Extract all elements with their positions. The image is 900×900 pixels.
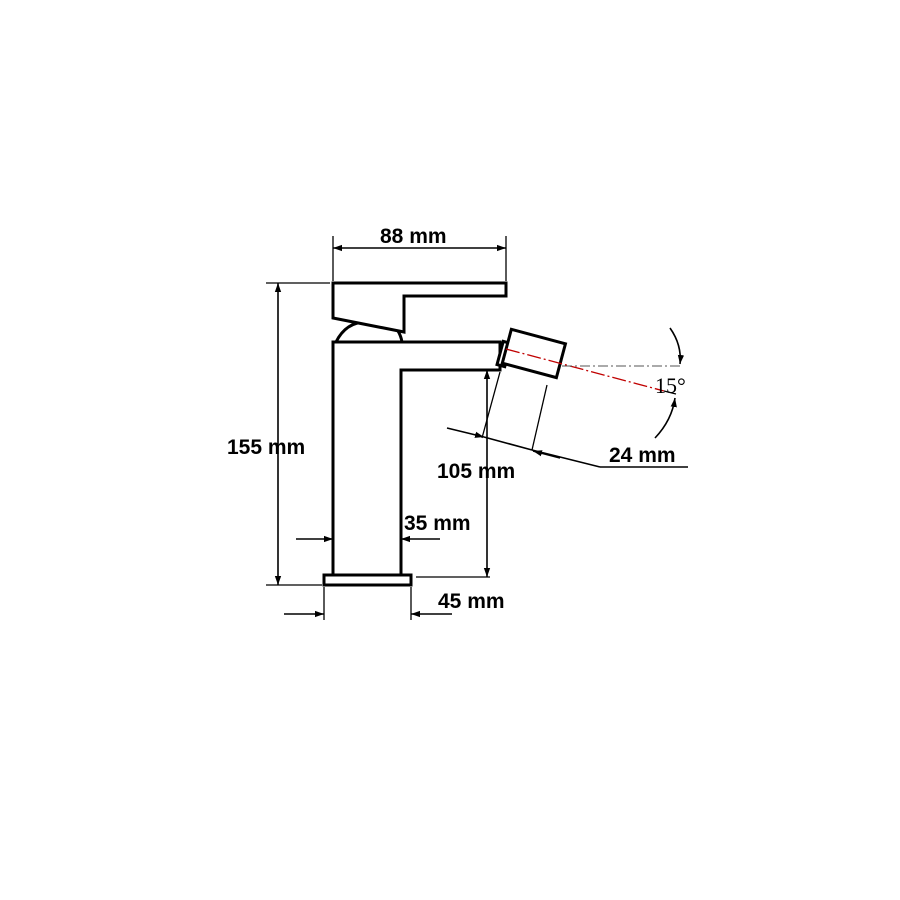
spout-axis-line bbox=[505, 348, 665, 392]
faucet-outline bbox=[322, 281, 568, 587]
base-width-dimension-label: 45 mm bbox=[438, 590, 505, 613]
aerator-dimension-label: 24 mm bbox=[609, 444, 676, 467]
aerator bbox=[500, 327, 568, 380]
height-dimension-label: 155 mm bbox=[227, 436, 305, 459]
faucet-body bbox=[331, 340, 502, 577]
aerator-dimension bbox=[446, 371, 688, 468]
body-width-dimension-label: 35 mm bbox=[404, 512, 471, 535]
spout-height-dimension-label: 105 mm bbox=[437, 460, 515, 483]
lever-handle bbox=[331, 281, 508, 334]
angle-dimension bbox=[654, 327, 685, 439]
angle-dimension-label: 15° bbox=[655, 373, 686, 398]
width-dimension-label: 88 mm bbox=[380, 225, 447, 248]
